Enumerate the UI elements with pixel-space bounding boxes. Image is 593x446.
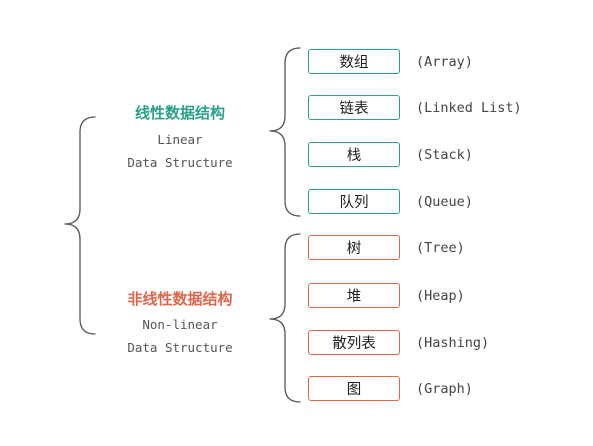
nonlinear-subtitle-line1: Non-linear <box>142 317 218 332</box>
nonlinear-subtitle-line2: Data Structure <box>127 340 233 355</box>
node-linked-list-english: (Linked List) <box>416 99 522 116</box>
node-tree: 树 <box>308 235 400 260</box>
linear-subtitle-line1: Linear <box>157 132 203 147</box>
outer-brace <box>64 116 96 335</box>
node-heap: 堆 <box>308 283 400 308</box>
nonlinear-group-title: 非线性数据结构 <box>127 290 233 308</box>
linear-group-title: 线性数据结构 <box>134 104 225 122</box>
node-stack-english: (Stack) <box>416 146 473 163</box>
node-queue-english: (Queue) <box>416 193 473 210</box>
nonlinear-brace <box>269 233 301 403</box>
node-graph: 图 <box>308 376 400 401</box>
node-queue: 队列 <box>308 189 400 214</box>
linear-brace <box>269 47 301 217</box>
node-array: 数组 <box>308 49 400 74</box>
nonlinear-group-subtitle: Non-linear Data Structure <box>100 313 260 359</box>
node-array-english: (Array) <box>416 53 473 70</box>
node-hashing: 散列表 <box>308 330 400 355</box>
node-graph-english: (Graph) <box>416 380 473 397</box>
node-tree-english: (Tree) <box>416 239 465 256</box>
node-stack: 栈 <box>308 142 400 167</box>
node-hashing-english: (Hashing) <box>416 334 490 351</box>
node-linked-list: 链表 <box>308 95 400 120</box>
linear-group-subtitle: Linear Data Structure <box>100 128 260 174</box>
node-heap-english: (Heap) <box>416 287 465 304</box>
linear-subtitle-line2: Data Structure <box>127 155 233 170</box>
